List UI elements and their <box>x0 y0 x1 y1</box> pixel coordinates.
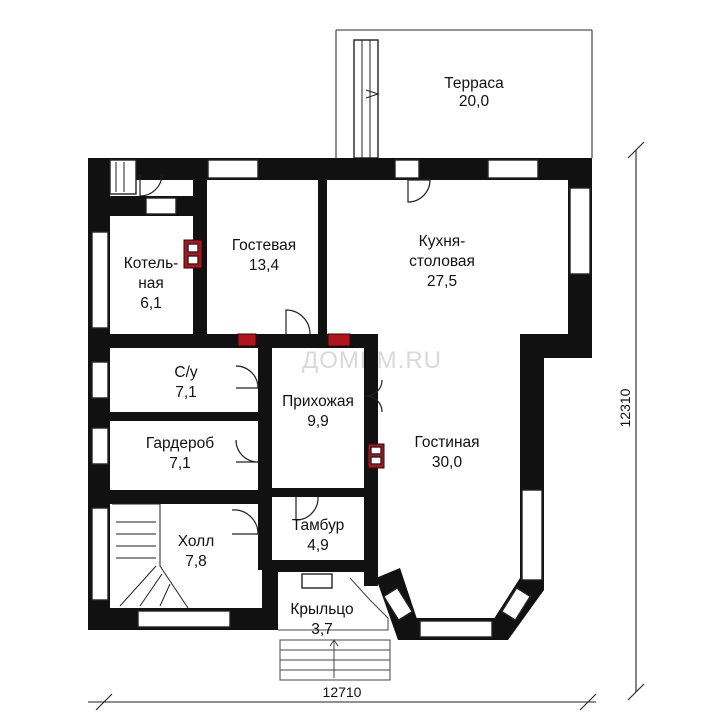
windows <box>91 159 591 638</box>
dimension-height: 12310 <box>617 388 633 427</box>
room-vestibule-name: Тамбур <box>292 517 345 534</box>
dimension-width: 12710 <box>323 684 362 700</box>
room-hall-area: 7,8 <box>185 553 207 570</box>
room-hall-name: Холл <box>178 533 215 550</box>
room-living-name: Гостиная <box>414 434 479 451</box>
room-kitchen-area: 27,5 <box>427 273 457 290</box>
room-boiler-name-2: ная <box>138 275 164 292</box>
room-bath-name: С/у <box>174 364 198 381</box>
room-guest-area: 13,4 <box>249 257 280 274</box>
room-wardrobe-area: 7,1 <box>169 455 191 472</box>
room-terrace-name: Терраса <box>444 75 504 92</box>
room-hallway-area: 9,9 <box>307 413 329 430</box>
room-hallway-name: Прихожая <box>282 393 354 410</box>
room-boiler-name-1: Котель- <box>124 255 179 272</box>
room-kitchen-name-1: Кухня- <box>419 233 466 250</box>
doors <box>139 174 431 589</box>
dimension-lines <box>88 141 645 711</box>
room-vestibule-area: 4,9 <box>307 537 329 554</box>
room-bath-area: 7,1 <box>175 384 197 401</box>
stairs <box>112 503 189 609</box>
flues <box>183 239 385 469</box>
room-boiler-area: 6,1 <box>140 295 162 312</box>
room-porch-name: Крыльцо <box>290 601 353 618</box>
room-porch-area: 3,7 <box>311 621 333 638</box>
porch <box>278 577 391 681</box>
room-terrace-area: 20,0 <box>459 93 490 110</box>
room-wardrobe-name: Гардероб <box>146 435 214 452</box>
room-kitchen-name-2: столовая <box>409 253 475 270</box>
room-guest-name: Гостевая <box>232 237 296 254</box>
room-living-area: 30,0 <box>432 454 463 471</box>
